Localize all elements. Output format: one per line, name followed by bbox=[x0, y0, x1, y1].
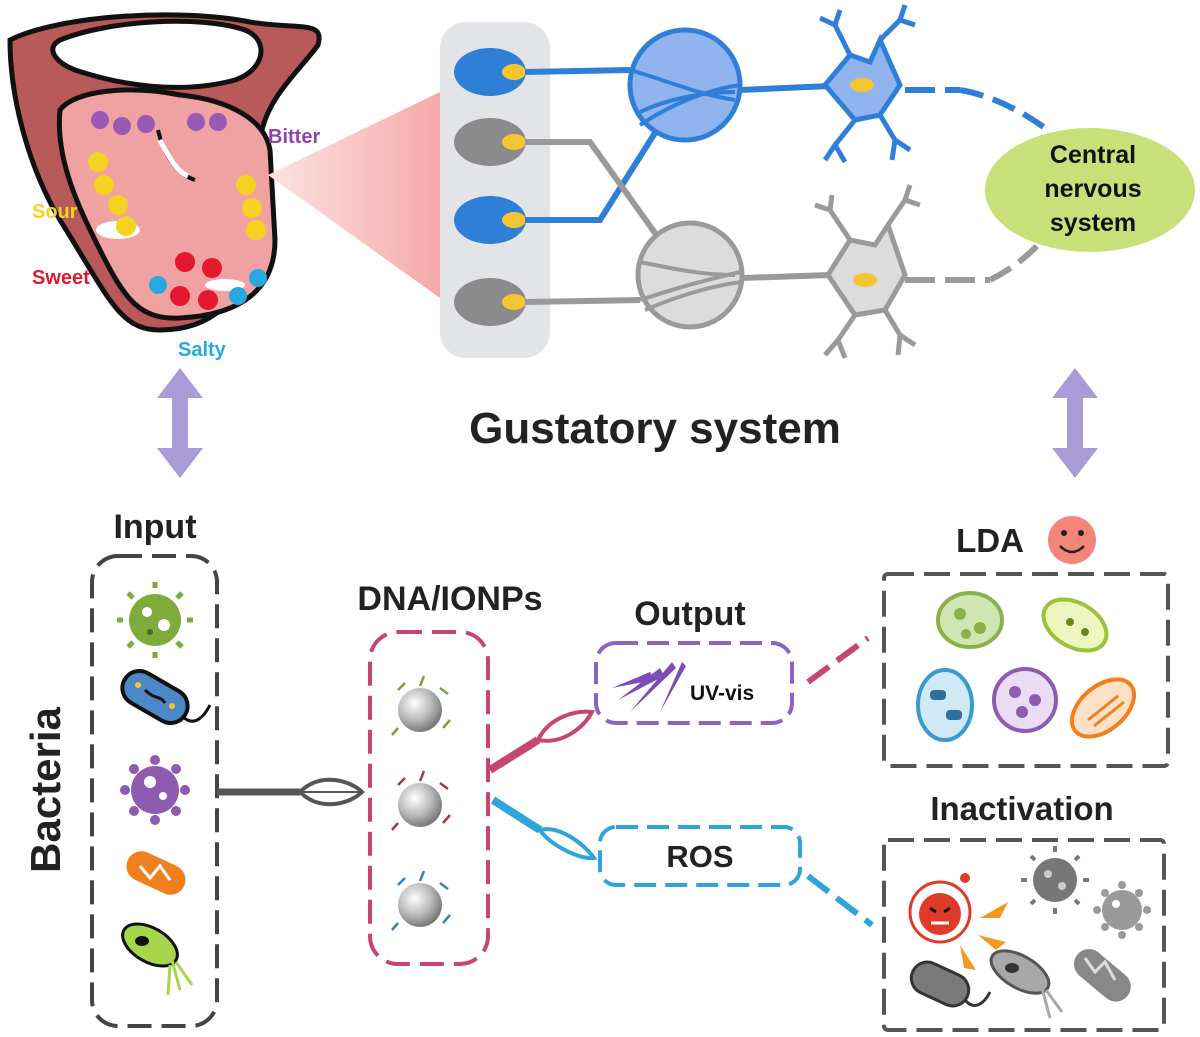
ros-connector bbox=[490, 796, 598, 861]
bacterium-icon bbox=[989, 949, 1064, 1019]
dna-ionps-box bbox=[368, 630, 490, 966]
bitter-label: Bitter bbox=[268, 126, 320, 148]
central-nervous-system bbox=[985, 128, 1195, 252]
cns-label-line2: nervous bbox=[1044, 175, 1141, 203]
receptor-cell-panel bbox=[440, 22, 550, 358]
salty-receptor-dots bbox=[149, 269, 267, 305]
salty-label: Salty bbox=[178, 339, 227, 361]
nanoparticle-icon bbox=[391, 675, 451, 736]
magnification-cone bbox=[268, 92, 440, 298]
cell-icon bbox=[936, 591, 1004, 649]
bacterium-icon bbox=[1093, 881, 1151, 939]
gustatory-system-title: Gustatory system bbox=[469, 404, 841, 453]
blue-nerve-pathway bbox=[524, 27, 1047, 223]
input-connector bbox=[217, 777, 365, 807]
cell-icon bbox=[1070, 677, 1136, 739]
sour-label: Sour bbox=[32, 201, 78, 223]
neuron-icon bbox=[814, 184, 921, 359]
inactivation-box bbox=[882, 838, 1166, 1032]
output-label: Output bbox=[634, 595, 745, 633]
cell-icon bbox=[1041, 597, 1109, 653]
ros-label: ROS bbox=[666, 839, 733, 874]
ros-burst-icon bbox=[908, 873, 1008, 970]
bacterium-icon bbox=[1073, 949, 1131, 1002]
cell-icon bbox=[916, 668, 974, 742]
output-box bbox=[594, 641, 794, 725]
bacterium-icon bbox=[120, 669, 212, 725]
inactivation-connector bbox=[806, 873, 874, 928]
bacterium-icon bbox=[909, 960, 992, 1008]
gray-nerve-pathway bbox=[524, 139, 1045, 330]
bacterium-icon bbox=[121, 922, 194, 996]
bitter-receptor-dots bbox=[91, 111, 227, 135]
bacterium-icon bbox=[117, 582, 193, 658]
sour-receptor-dots bbox=[88, 152, 266, 240]
cns-label-line1: Central bbox=[1050, 141, 1136, 169]
lda-label: LDA bbox=[956, 522, 1024, 559]
bacterium-icon bbox=[126, 851, 186, 895]
ros-box bbox=[598, 825, 802, 887]
sweet-label: Sweet bbox=[32, 267, 90, 289]
uvvis-label: UV-vis bbox=[690, 682, 754, 705]
lda-box bbox=[882, 572, 1170, 768]
lda-connector bbox=[806, 635, 870, 685]
output-connector bbox=[487, 709, 596, 774]
neuron-icon bbox=[818, 4, 916, 164]
nanoparticle-icon bbox=[391, 770, 451, 831]
cell-icon bbox=[992, 667, 1058, 733]
double-arrow-icon bbox=[1052, 368, 1098, 478]
input-label: Input bbox=[113, 508, 196, 546]
nanoparticle-icon bbox=[391, 870, 451, 931]
smiley-icon bbox=[1048, 516, 1096, 564]
sweet-receptor-dots bbox=[170, 252, 222, 310]
dna-ionps-label: DNA/IONPs bbox=[357, 580, 542, 618]
bacteria-label: Bacteria bbox=[22, 706, 69, 872]
tongue-icon bbox=[7, 12, 322, 333]
inactivation-label: Inactivation bbox=[930, 790, 1113, 827]
taste-receptor-cell-icon bbox=[454, 48, 526, 326]
double-arrow-icon bbox=[157, 368, 203, 478]
bacterium-icon bbox=[1021, 846, 1089, 914]
bacterium-icon bbox=[120, 755, 190, 825]
light-beam-icon bbox=[612, 662, 686, 712]
cns-label-line3: system bbox=[1050, 209, 1136, 237]
